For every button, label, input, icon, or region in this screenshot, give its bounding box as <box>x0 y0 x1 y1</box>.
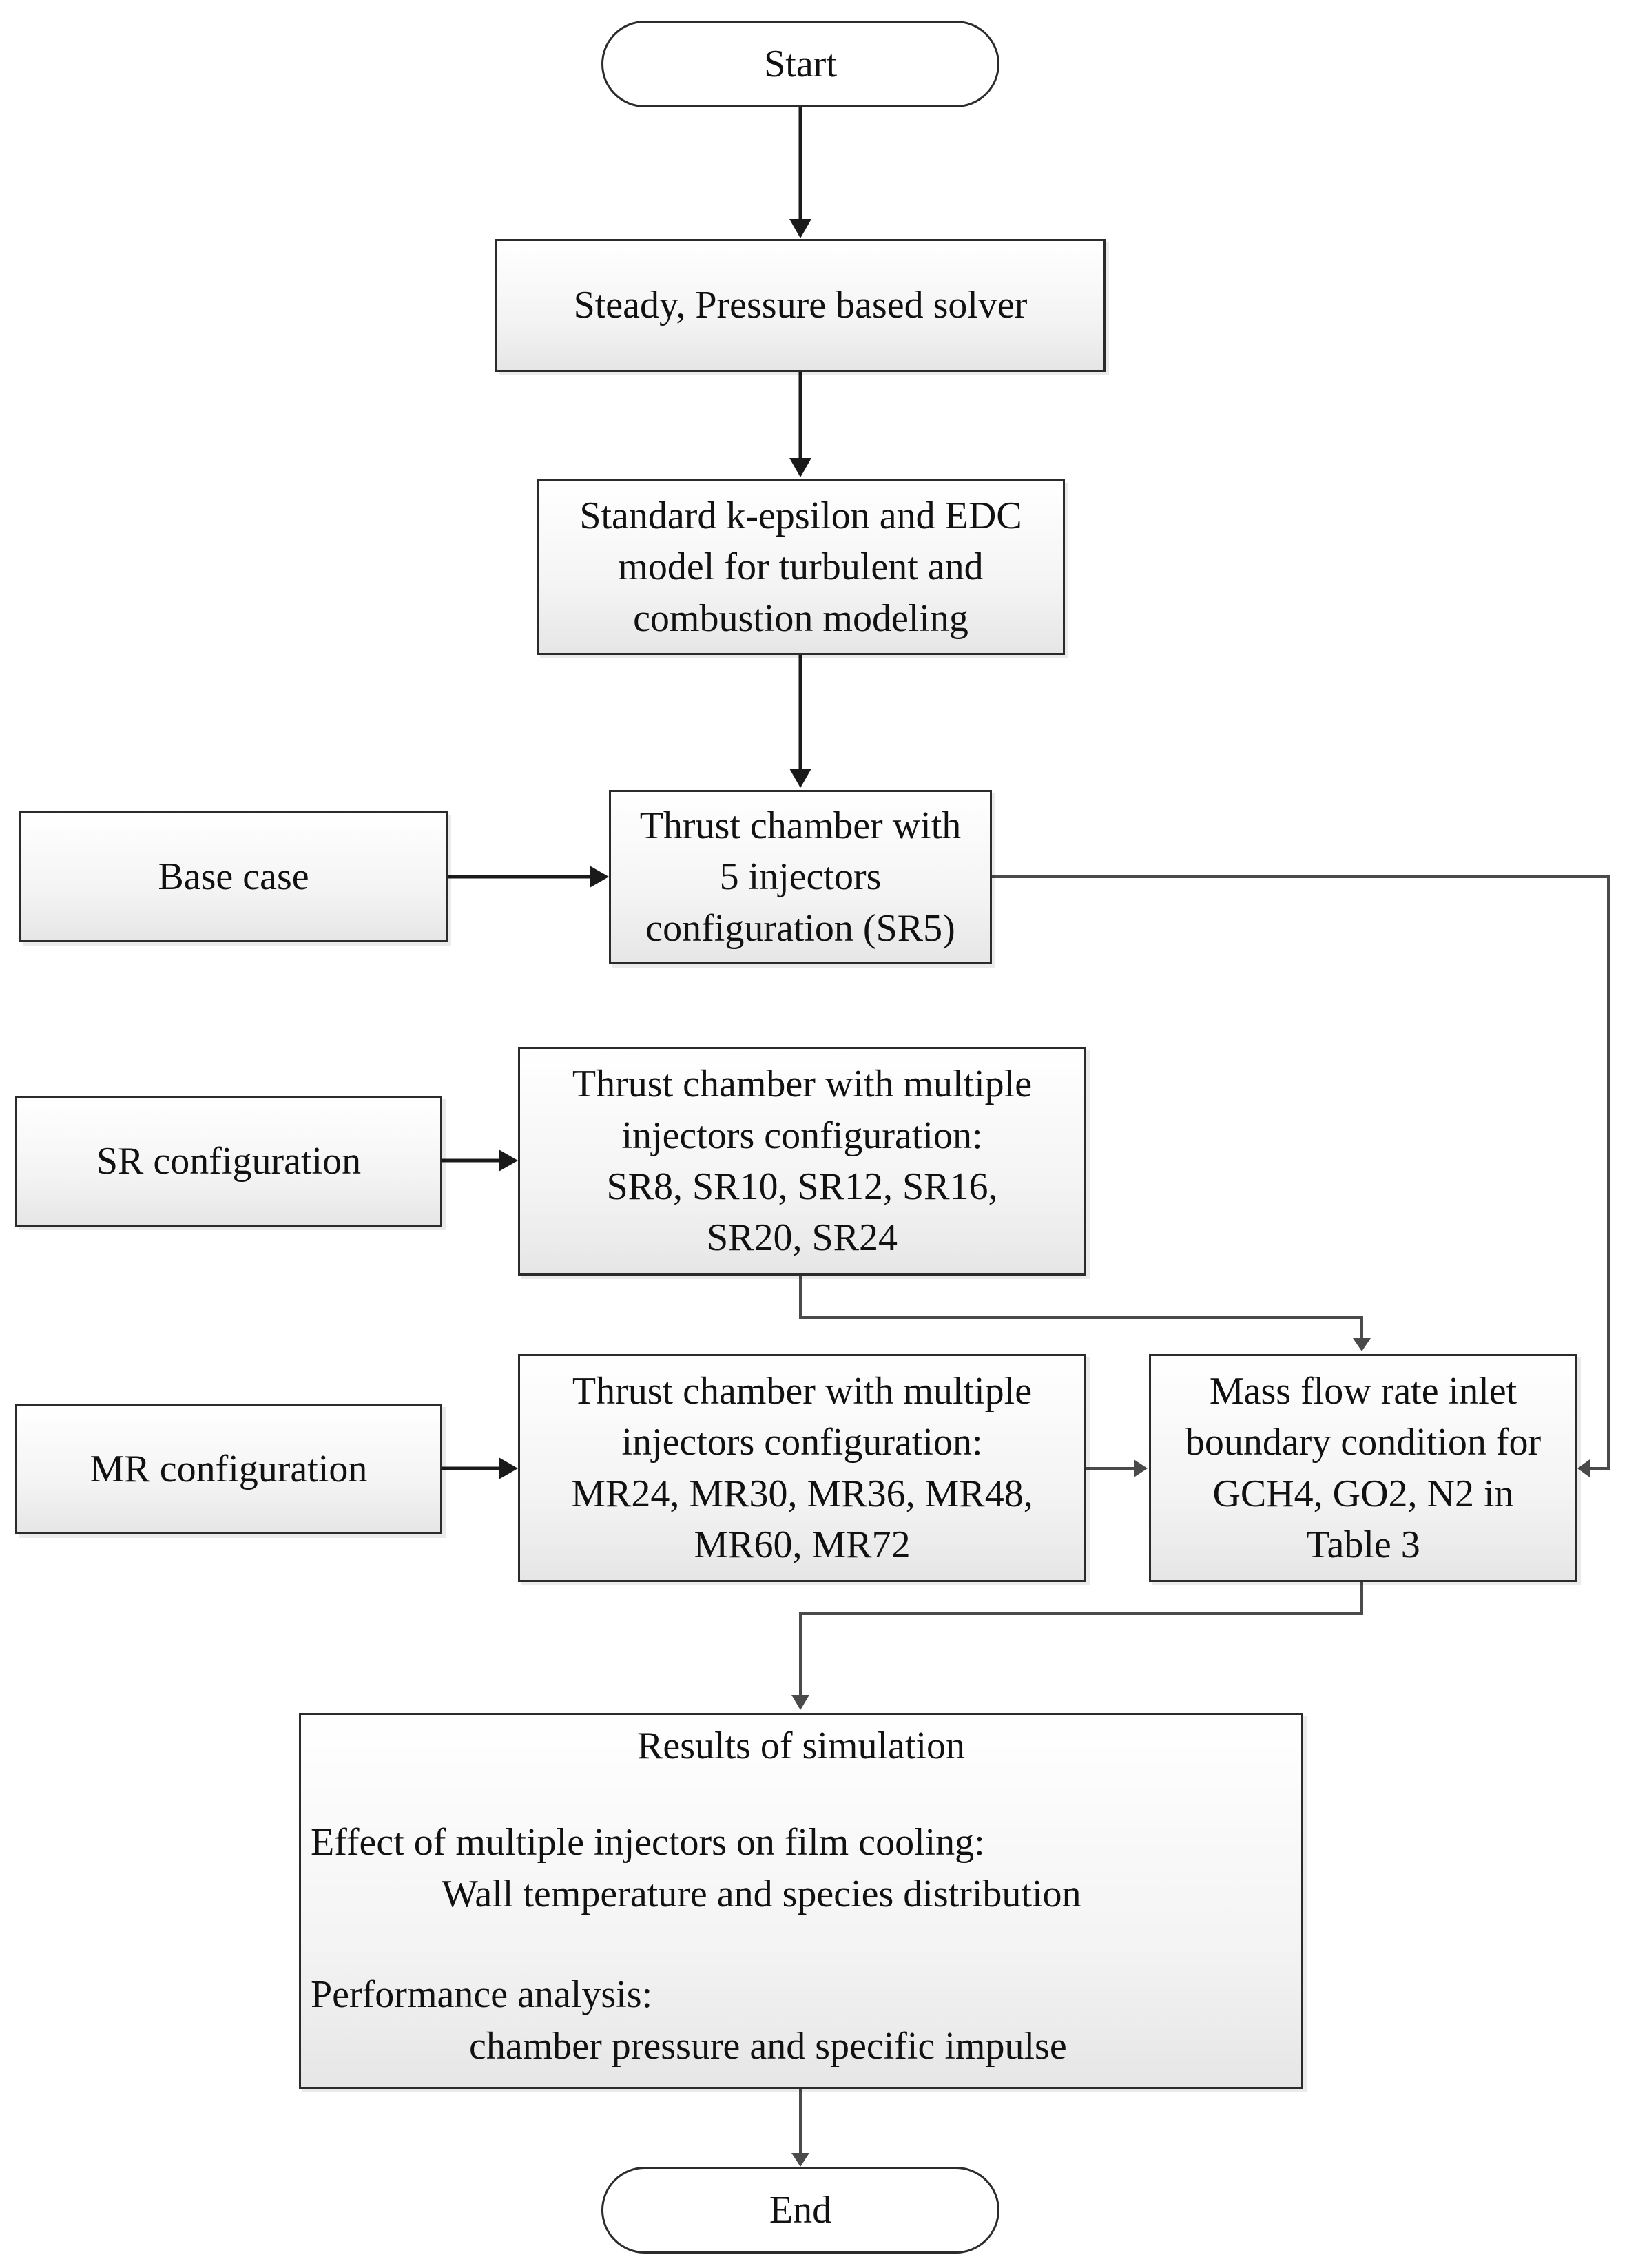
end-node: End <box>601 2167 999 2254</box>
performance-detail: chamber pressure and specific impulse <box>469 2024 1067 2068</box>
boundary-condition-box: Mass flow rate inlet boundary condition … <box>1149 1354 1577 1582</box>
model-line-3: combustion modeling <box>633 596 968 640</box>
mr-multi-line-2: injectors configuration: <box>621 1421 983 1464</box>
solver-label: Steady, Pressure based solver <box>573 284 1028 327</box>
mr-multi-line-4: MR60, MR72 <box>694 1523 911 1566</box>
results-box: Results of simulation Effect of multiple… <box>299 1713 1303 2089</box>
sr-configuration-label: SR configuration <box>96 1139 362 1183</box>
sr-multi-line-3: SR8, SR10, SR12, SR16, <box>606 1165 998 1208</box>
end-label: End <box>769 2188 832 2231</box>
solver-box: Steady, Pressure based solver <box>495 239 1106 372</box>
results-title: Results of simulation <box>637 1725 965 1767</box>
mr-multi-line-1: Thrust chamber with multiple <box>572 1369 1033 1413</box>
film-cooling-heading: Effect of multiple injectors on film coo… <box>311 1821 985 1864</box>
mr-configuration-box: MR configuration <box>15 1404 442 1534</box>
sr5-line-3: configuration (SR5) <box>645 906 955 950</box>
base-case-label: Base case <box>158 855 309 898</box>
sr-multi-line-2: injectors configuration: <box>621 1114 983 1157</box>
arrow-srmulti-to-boundary <box>799 1276 1363 1342</box>
start-label: Start <box>764 42 837 85</box>
mr-configuration-label: MR configuration <box>90 1447 368 1490</box>
boundary-line-4: Table 3 <box>1306 1523 1420 1566</box>
boundary-line-2: boundary condition for <box>1185 1421 1542 1464</box>
performance-heading: Performance analysis: <box>311 1973 653 2017</box>
sr-multi-line-1: Thrust chamber with multiple <box>572 1063 1033 1106</box>
mr-multi-chamber-box: Thrust chamber with multiple injectors c… <box>518 1354 1086 1582</box>
film-cooling-detail: Wall temperature and species distributio… <box>442 1872 1081 1915</box>
sr5-chamber-box: Thrust chamber with 5 injectors configur… <box>609 790 992 964</box>
sr5-line-1: Thrust chamber with <box>639 804 962 847</box>
sr-multi-line-4: SR20, SR24 <box>707 1216 898 1260</box>
base-case-box: Base case <box>19 811 448 942</box>
arrow-boundary-to-results <box>799 1582 1363 1699</box>
sr5-line-2: 5 injectors <box>719 855 882 899</box>
sr-multi-chamber-box: Thrust chamber with multiple injectors c… <box>518 1047 1086 1276</box>
arrow-sr5-to-boundary <box>992 875 1610 1470</box>
start-node: Start <box>601 21 999 107</box>
sr-configuration-box: SR configuration <box>15 1096 442 1227</box>
model-line-2: model for turbulent and <box>618 545 984 589</box>
mr-multi-line-3: MR24, MR30, MR36, MR48, <box>571 1472 1033 1515</box>
turbulence-model-box: Standard k-epsilon and EDC model for tur… <box>537 479 1065 655</box>
boundary-line-1: Mass flow rate inlet <box>1209 1369 1517 1413</box>
model-line-1: Standard k-epsilon and EDC <box>579 494 1022 537</box>
boundary-line-3: GCH4, GO2, N2 in <box>1212 1472 1514 1515</box>
